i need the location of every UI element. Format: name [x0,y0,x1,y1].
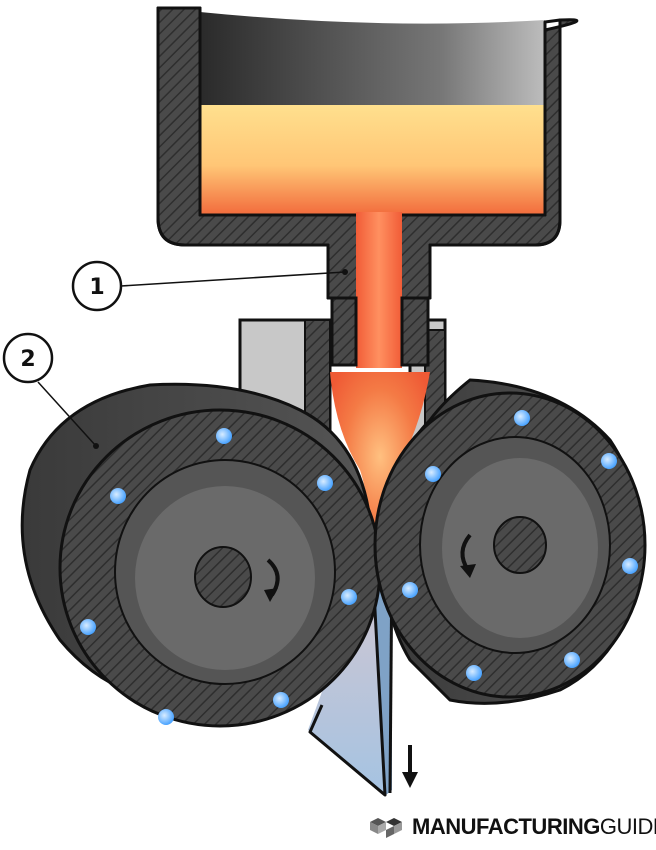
left-roll [20,382,382,728]
cooling-hole [273,692,289,708]
callout-2-label: 2 [20,347,35,372]
cooling-hole [80,619,96,635]
cooling-hole [622,558,638,574]
right-roll-hub [493,516,547,574]
callout-2: 2 [2,332,99,449]
brand-logo-icon [370,818,402,838]
cooling-hole [402,582,418,598]
left-roll-hub [194,546,252,608]
cooling-hole [601,453,617,469]
molten-stream [356,212,402,368]
cooling-hole [425,466,441,482]
cooling-hole [514,410,530,426]
cooling-hole [341,589,357,605]
cooling-hole [466,665,482,681]
cooling-holes [80,410,638,725]
callout-1-label: 1 [89,275,104,300]
right-roll [373,378,647,705]
nozzle-sleeve [330,296,430,367]
brand-name-bold: MANUFACTURING [412,814,600,839]
tundish [156,6,579,300]
downward-arrow-icon [402,745,418,788]
cooling-hole [110,488,126,504]
cooling-hole [564,652,580,668]
brand-logo: MANUFACTURINGGUIDE [366,812,656,842]
cooling-hole [317,475,333,491]
brand-name-light: GUIDE [599,814,656,839]
callout-1: 1 [71,260,348,312]
roll-gap-melt [330,372,430,560]
tundish-outline [156,6,562,300]
molten-metal-pool [200,105,545,215]
cooling-hole [216,428,232,444]
cooling-hole [158,709,174,725]
tundish-cavity-top [200,12,545,105]
